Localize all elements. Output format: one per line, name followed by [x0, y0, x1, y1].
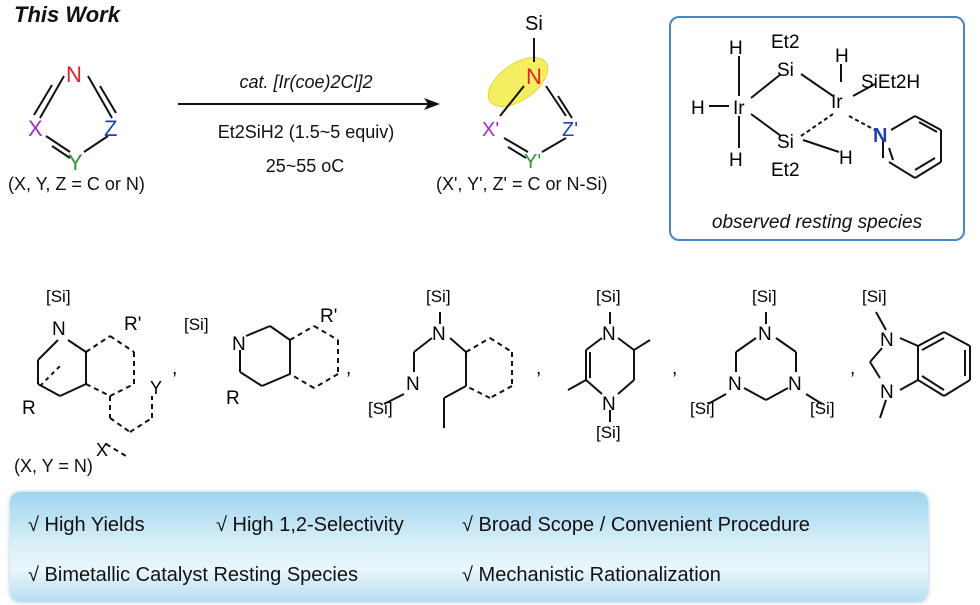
- resting-species-structure: H H H Ir Et2 Si Si Et2 Ir H H SiEt2H N: [691, 32, 942, 181]
- scope5-si-label-left: [Si]: [690, 399, 715, 418]
- reaction-arrow: [178, 98, 440, 110]
- rs-ir-right: Ir: [831, 92, 843, 113]
- scope6-si-label: [Si]: [862, 287, 887, 306]
- scope2-r-label: R: [226, 388, 240, 409]
- benefit-mechanistic: √ Mechanistic Rationalization: [462, 564, 721, 586]
- scope-structure-3: [383, 312, 513, 428]
- scope5-si-label-top: [Si]: [752, 287, 777, 306]
- scope1-rp-label: R': [124, 314, 141, 335]
- benefits-box: √ High Yields √ High 1,2-Selectivity √ B…: [10, 492, 928, 602]
- scope3-comma: ,: [536, 358, 541, 379]
- benefit-scope: √ Broad Scope / Convenient Procedure: [462, 514, 810, 536]
- substrate-n-atom: N: [66, 62, 82, 87]
- resting-species-box: H H H Ir Et2 Si Si Et2 Ir H H SiEt2H N o…: [669, 16, 965, 241]
- rs-si-top: Si: [777, 60, 794, 81]
- substrate-ring: [33, 75, 117, 159]
- scope3-n-atom-bottom: N: [406, 374, 420, 395]
- scope6-n-atom-bottom: N: [880, 382, 894, 403]
- scope5-n-atom-top: N: [758, 324, 772, 345]
- scope2-si-label: [Si]: [184, 315, 209, 334]
- scope-structure-4: [567, 312, 651, 422]
- benefit-resting-species: √ Bimetallic Catalyst Resting Species: [28, 564, 358, 586]
- benefit-high-yields: √ High Yields: [28, 514, 145, 536]
- scope4-si-label-top: [Si]: [596, 287, 621, 306]
- product-xp-atom: X': [482, 119, 499, 141]
- scope-structure-6: [869, 311, 971, 419]
- scope5-n-atom-right: N: [788, 374, 802, 395]
- product-ring: [499, 38, 573, 159]
- scope-structure-1: [37, 335, 153, 457]
- product-yp-atom: Y': [524, 151, 541, 173]
- scope4-comma: ,: [672, 358, 677, 379]
- scope1-x-atom: X: [96, 440, 108, 460]
- scope4-si-label-bottom: [Si]: [596, 423, 621, 442]
- product-n-atom: N: [526, 64, 542, 89]
- section-title: This Work: [14, 2, 120, 27]
- rs-h-top: H: [729, 38, 743, 59]
- scope3-n-atom-top: N: [432, 324, 446, 345]
- substrate-y-atom: Y: [68, 150, 83, 175]
- product-caption: (X', Y', Z' = C or N-Si): [436, 174, 608, 194]
- substrate-caption: (X, Y, Z = C or N): [8, 174, 145, 194]
- rs-et2-top: Et2: [771, 32, 800, 53]
- product-si-atom: Si: [525, 13, 543, 35]
- rs-h-right-top: H: [835, 46, 849, 67]
- benefit-selectivity: √ High 1,2-Selectivity: [216, 514, 404, 536]
- scope2-comma: ,: [346, 358, 351, 379]
- rs-ir-left: Ir: [733, 98, 745, 119]
- scope2-rp-label: R': [320, 306, 337, 327]
- rs-si-bottom: Si: [777, 132, 794, 153]
- resting-species-caption: observed resting species: [711, 212, 923, 233]
- scope5-n-atom-left: N: [728, 374, 742, 395]
- scope4-n-atom-bottom: N: [602, 394, 616, 415]
- scope-structure-5: [707, 312, 823, 405]
- scope3-si-label-bottom: [Si]: [368, 399, 393, 418]
- rs-n-atom: N: [873, 125, 887, 147]
- scope1-comma: ,: [172, 358, 177, 379]
- scope-structure-2: [239, 325, 339, 389]
- scope1-y-atom: Y: [150, 378, 162, 398]
- rs-siet2h: SiEt2H: [861, 72, 920, 93]
- temperature-label: 25~55 oC: [265, 156, 345, 176]
- scope6-n-atom-top: N: [880, 330, 894, 351]
- rs-h-right-bottom: H: [839, 148, 853, 169]
- scope3-si-label-top: [Si]: [426, 287, 451, 306]
- substrate-x-atom: X: [28, 116, 43, 141]
- scope1-n-atom: N: [52, 319, 66, 340]
- rs-et2-bottom: Et2: [771, 160, 800, 181]
- scope2-n-atom: N: [232, 334, 246, 355]
- scope4-n-atom-top: N: [602, 324, 616, 345]
- scope1-r-label: R: [22, 398, 36, 419]
- product-zp-atom: Z': [562, 119, 578, 141]
- scope1-caption: (X, Y = N): [14, 456, 93, 476]
- rs-h-left: H: [691, 98, 705, 119]
- silane-label: Et2SiH2 (1.5~5 equiv): [217, 122, 395, 142]
- catalyst-label: cat. [Ir(coe)2Cl]2: [239, 72, 373, 92]
- scope1-si-label: [Si]: [46, 287, 71, 306]
- product-highlight: [487, 57, 549, 107]
- rs-h-bottom: H: [729, 150, 743, 171]
- scope5-comma: ,: [850, 358, 855, 379]
- scope5-si-label-right: [Si]: [810, 399, 835, 418]
- substrate-z-atom: Z: [104, 116, 117, 141]
